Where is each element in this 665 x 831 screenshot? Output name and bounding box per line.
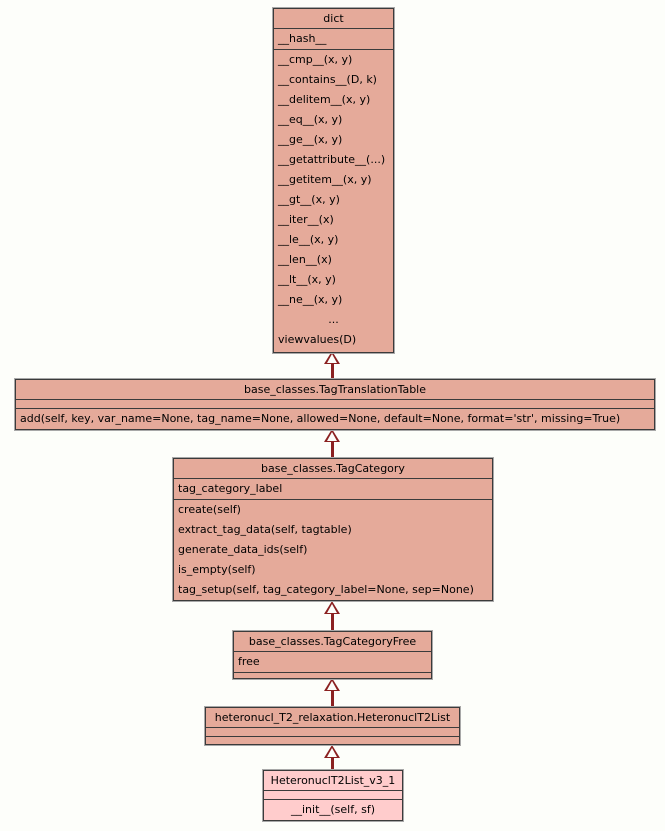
class-title-compartment: base_classes.TagCategory <box>174 459 492 479</box>
class-title-compartment: HeteronuclT2List_v3_1 <box>264 771 402 791</box>
class-title-compartment: dict <box>274 9 393 29</box>
class-box-tagcategory[interactable]: base_classes.TagCategory tag_category_la… <box>172 457 494 602</box>
class-method: extract_tag_data(self, tagtable) <box>178 523 352 536</box>
edge-line-heteronuclt2listv31-to-heteronuclt2list <box>331 757 334 770</box>
class-title-dict: dict <box>323 12 344 25</box>
class-title-compartment: heteronucl_T2_relaxation.HeteronuclT2Lis… <box>206 708 459 728</box>
edge-arrow-tagcategory-to-tagtranslationtable <box>324 429 340 442</box>
class-title-compartment: base_classes.TagCategoryFree <box>234 632 431 652</box>
edge-line-heteronuclt2list-to-tagcategoryfree <box>331 690 334 707</box>
class-method: __getattribute__(...) <box>278 153 386 166</box>
class-methods-compartment-empty <box>206 737 459 746</box>
class-attribute: tag_category_label <box>178 482 283 495</box>
class-method: __getitem__(x, y) <box>278 173 372 186</box>
class-box-heteronuclt2listv31[interactable]: HeteronuclT2List_v3_1 __init__(self, sf) <box>262 769 404 822</box>
class-attributes-compartment: __hash__ <box>274 29 393 50</box>
class-box-tagtranslationtable[interactable]: base_classes.TagTranslationTable add(sel… <box>14 378 656 431</box>
class-method: __lt__(x, y) <box>278 273 336 286</box>
class-box-heteronuclt2list[interactable]: heteronucl_T2_relaxation.HeteronuclT2Lis… <box>204 706 461 746</box>
class-method: __le__(x, y) <box>278 233 339 246</box>
class-title-heteronuclt2list: heteronucl_T2_relaxation.HeteronuclT2Lis… <box>214 711 451 724</box>
class-method: __init__(self, sf) <box>290 803 375 816</box>
class-method: __eq__(x, y) <box>278 113 343 126</box>
class-methods-compartment: create(self) extract_tag_data(self, tagt… <box>174 500 492 600</box>
edge-arrow-tagcategoryfree-to-tagcategory <box>324 601 340 614</box>
class-box-tagcategoryfree[interactable]: base_classes.TagCategoryFree free <box>232 630 433 682</box>
edge-arrow-tagtranslationtable-to-dict <box>324 351 340 364</box>
class-method: generate_data_ids(self) <box>178 543 308 556</box>
class-attributes-compartment-empty <box>16 400 654 409</box>
edge-line-tagcategory-to-tagtranslationtable <box>331 441 334 458</box>
class-attribute: __hash__ <box>278 32 327 45</box>
class-title-tagcategoryfree: base_classes.TagCategoryFree <box>248 635 417 648</box>
class-attributes-compartment: tag_category_label <box>174 479 492 500</box>
class-attributes-compartment-empty <box>264 791 402 800</box>
class-methods-compartment-empty <box>234 673 431 682</box>
class-method: __ge__(x, y) <box>278 133 343 146</box>
class-method: __len__(x) <box>278 253 332 266</box>
class-method: __delitem__(x, y) <box>278 93 371 106</box>
class-attribute: free <box>238 655 260 668</box>
edge-arrow-heteronuclt2listv31-to-heteronuclt2list <box>324 745 340 758</box>
class-method: tag_setup(self, tag_category_label=None,… <box>178 583 474 596</box>
class-method: __iter__(x) <box>278 213 334 226</box>
class-method: __contains__(D, k) <box>278 73 377 86</box>
class-methods-compartment: __init__(self, sf) <box>264 800 402 820</box>
edge-line-tagcategoryfree-to-tagcategory <box>331 613 334 631</box>
class-attributes-compartment-empty <box>206 728 459 737</box>
class-box-dict[interactable]: dict __hash__ __cmp__(x, y) __contains__… <box>272 7 395 354</box>
class-method: create(self) <box>178 503 241 516</box>
class-methods-compartment: __cmp__(x, y) __contains__(D, k) __delit… <box>274 50 393 350</box>
class-method-ellipsis: ... <box>328 313 339 326</box>
class-title-compartment: base_classes.TagTranslationTable <box>16 380 654 400</box>
class-method: viewvalues(D) <box>278 333 357 346</box>
class-title-heteronuclt2listv31: HeteronuclT2List_v3_1 <box>270 774 396 787</box>
class-method: __cmp__(x, y) <box>278 53 353 66</box>
class-attributes-compartment: free <box>234 652 431 673</box>
class-method: add(self, key, var_name=None, tag_name=N… <box>20 412 621 425</box>
edge-arrow-heteronuclt2list-to-tagcategoryfree <box>324 678 340 691</box>
class-title-tagtranslationtable: base_classes.TagTranslationTable <box>243 383 427 396</box>
class-methods-compartment: add(self, key, var_name=None, tag_name=N… <box>16 409 654 429</box>
class-method: __gt__(x, y) <box>278 193 340 206</box>
edge-line-tagtranslationtable-to-dict <box>331 363 334 379</box>
class-title-tagcategory: base_classes.TagCategory <box>261 462 405 475</box>
class-method: is_empty(self) <box>178 563 256 576</box>
class-method: __ne__(x, y) <box>278 293 343 306</box>
